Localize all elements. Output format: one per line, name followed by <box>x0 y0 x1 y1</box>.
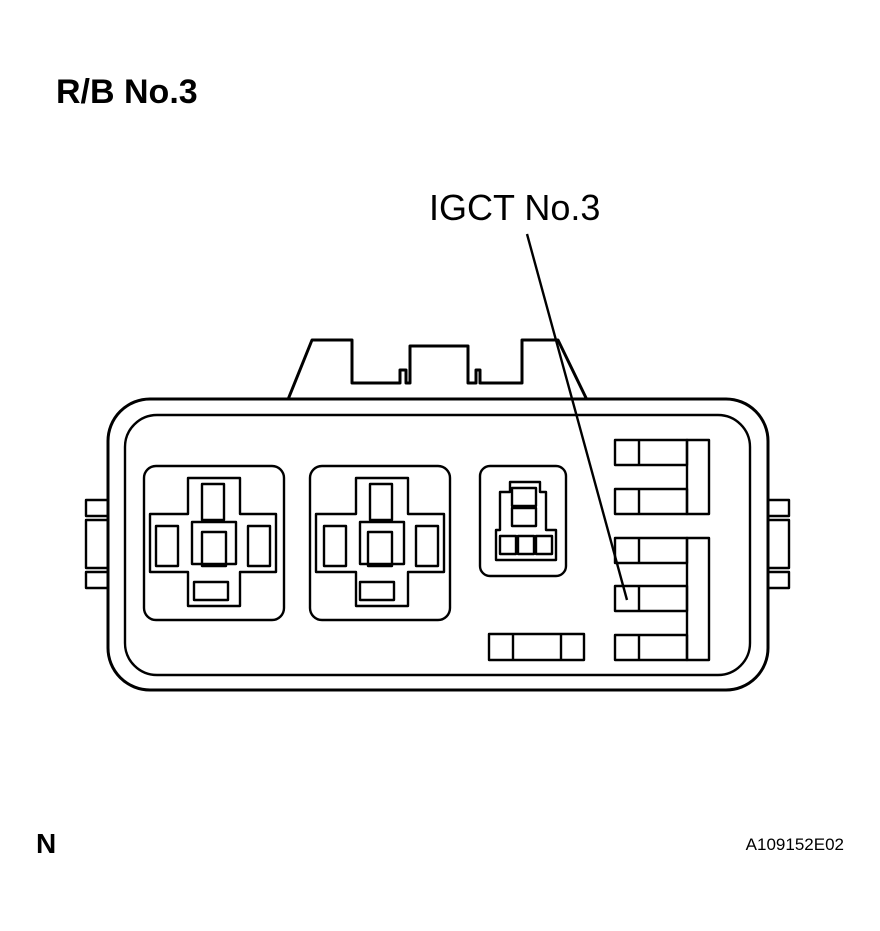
fuse-column <box>613 438 711 662</box>
top-latch <box>285 338 590 404</box>
housing-inner <box>123 413 752 677</box>
relay-block-title: R/B No.3 <box>56 73 198 111</box>
left-mount-tab <box>84 498 110 590</box>
right-mount-tab <box>765 498 791 590</box>
corner-code: N <box>36 828 57 859</box>
figure-id: A109152E02 <box>745 835 844 854</box>
relay-socket-2 <box>308 464 452 622</box>
callout-leader-line <box>525 233 629 601</box>
relay-socket-1 <box>142 464 286 622</box>
igct-callout-label: IGCT No.3 <box>429 187 601 228</box>
small-relay-socket <box>478 464 568 578</box>
bottom-fuse <box>487 632 586 662</box>
